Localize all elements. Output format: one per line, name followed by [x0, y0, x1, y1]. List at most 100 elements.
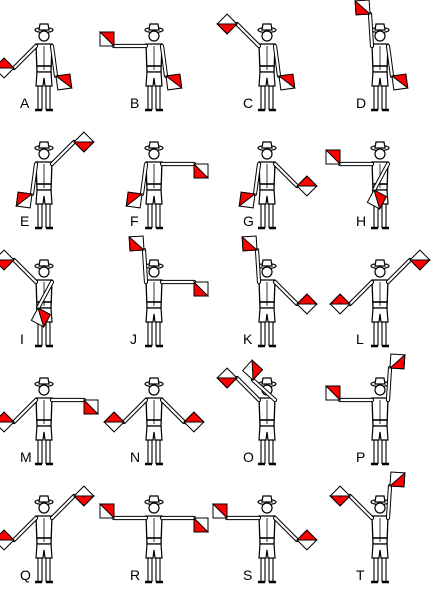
hat-crown [262, 496, 272, 502]
flag-red-half [104, 412, 124, 422]
figure-letter-label: I [20, 331, 24, 347]
flag-red-half [0, 260, 14, 270]
semaphore-flag [213, 504, 227, 518]
semaphore-flag [0, 250, 14, 270]
figure-letter-label: F [130, 213, 139, 229]
head [149, 385, 159, 395]
head [262, 31, 272, 41]
semaphore-figure-h: H [326, 142, 389, 229]
shorts [259, 544, 275, 558]
shorts [36, 190, 52, 204]
semaphore-figure-l: L [330, 250, 430, 347]
semaphore-figure-d: D [355, 0, 408, 111]
semaphore-flag [390, 354, 405, 369]
hat-crown [375, 378, 385, 384]
head [375, 31, 385, 41]
figure-letter-label: O [243, 449, 254, 465]
flag-red-half [0, 58, 14, 68]
semaphore-flag [330, 486, 350, 506]
shorts [259, 308, 275, 322]
figure-letter-label: M [20, 449, 32, 465]
legs [374, 86, 386, 106]
figure-letter-label: D [356, 95, 366, 111]
arm [275, 518, 297, 540]
legs [148, 322, 160, 342]
head [39, 31, 49, 41]
figure-letter-label: Q [20, 567, 31, 583]
semaphore-figure-o: O [217, 360, 276, 465]
semaphore-figure-i: I [0, 250, 53, 347]
arm [14, 518, 36, 540]
semaphore-flag [355, 0, 370, 15]
semaphore-figure-q: Q [0, 486, 94, 583]
arm [14, 400, 36, 422]
semaphore-flag [129, 236, 144, 251]
head [262, 267, 272, 277]
arm [237, 24, 259, 46]
semaphore-flag [326, 150, 340, 164]
hat-crown [262, 24, 272, 30]
legs [374, 558, 386, 578]
figure-letter-label: K [243, 331, 253, 347]
semaphore-flag [297, 176, 317, 196]
legs [261, 440, 273, 460]
hat-crown [39, 142, 49, 148]
semaphore-flag [0, 58, 14, 78]
hat-crown [375, 260, 385, 266]
shorts [36, 72, 52, 86]
semaphore-figure-f: F [126, 142, 208, 229]
semaphore-figure-c: C [217, 14, 295, 111]
semaphore-flag [184, 412, 204, 432]
arm [388, 260, 410, 282]
legs [148, 204, 160, 224]
semaphore-flag [326, 386, 340, 400]
hat-crown [262, 378, 272, 384]
semaphore-figure-s: S [213, 496, 317, 583]
legs [261, 204, 273, 224]
flag-red-half [217, 24, 237, 34]
semaphore-flag [330, 294, 350, 314]
head [375, 503, 385, 513]
hat-crown [262, 260, 272, 266]
figure-letter-label: L [356, 331, 364, 347]
legs [38, 558, 50, 578]
shorts [372, 72, 388, 86]
semaphore-figure-r: R [100, 496, 208, 583]
semaphore-flag [0, 530, 14, 550]
head [262, 503, 272, 513]
semaphore-flag [74, 486, 94, 506]
semaphore-figure-g: G [239, 142, 317, 229]
flag-red-half [0, 412, 14, 422]
shorts [146, 544, 162, 558]
head [149, 31, 159, 41]
figure-letter-label: T [356, 567, 365, 583]
semaphore-flag [0, 412, 14, 432]
arm [14, 46, 36, 68]
semaphore-flag [390, 472, 405, 487]
figure-letter-label: R [130, 567, 140, 583]
shorts [146, 308, 162, 322]
semaphore-flag [279, 74, 295, 90]
shorts [36, 544, 52, 558]
semaphore-flag [100, 32, 114, 46]
semaphore-figure-b: B [100, 24, 182, 111]
semaphore-flag [297, 294, 317, 314]
hat-crown [39, 496, 49, 502]
flag-red-half [0, 530, 14, 540]
legs [261, 322, 273, 342]
shorts [259, 426, 275, 440]
semaphore-flag [194, 518, 208, 532]
flag-red-half [410, 260, 430, 270]
flag-red-half [297, 176, 317, 186]
head [375, 149, 385, 159]
flag-red-half [330, 294, 350, 304]
semaphore-flag [239, 192, 255, 208]
semaphore-flag [126, 192, 142, 208]
figure-letter-label: G [243, 213, 254, 229]
semaphore-figure-a: A [0, 24, 72, 111]
hat-crown [149, 24, 159, 30]
shorts [146, 190, 162, 204]
semaphore-flag [392, 74, 408, 90]
figure-letter-label: N [130, 449, 140, 465]
